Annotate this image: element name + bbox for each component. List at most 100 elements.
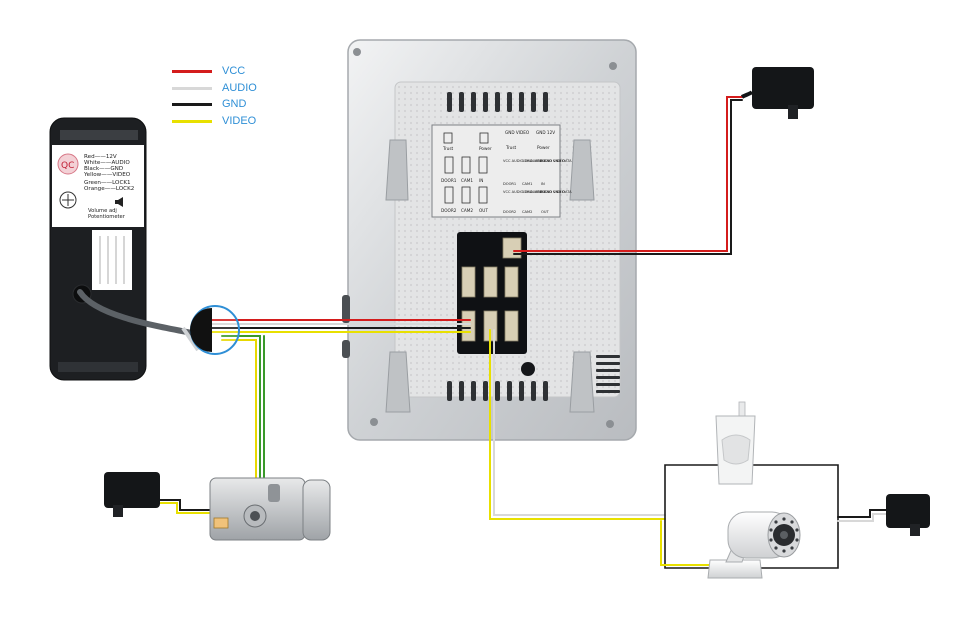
electric-lock xyxy=(209,477,331,541)
wire-label-green: Green——LOCK1 xyxy=(84,180,131,186)
row1-pins-cam1: 12V ALARM GND VIDEO xyxy=(522,159,565,163)
side-button xyxy=(342,295,350,323)
label-plate-connectors xyxy=(443,132,489,204)
label-plate-text: Trust Power GND VIDEO Trust GND 12V Powe… xyxy=(441,130,555,213)
side-button xyxy=(342,340,350,358)
sensor-lens xyxy=(721,434,751,465)
lock-power-wire-black xyxy=(159,499,213,511)
door-station-cable xyxy=(77,289,195,336)
row2-pins-cam2: 12V ALARM GND VIDEO xyxy=(522,190,565,194)
lock-strike xyxy=(302,479,331,541)
connector-sockets xyxy=(461,237,522,342)
row2-pinlabel-door2: DOOR2 xyxy=(503,210,516,214)
camera-power-wire-black xyxy=(837,509,887,518)
mount-hooks xyxy=(385,139,595,413)
legend-label-audio: AUDIO xyxy=(222,81,257,94)
indoor-monitor: Trust Power GND VIDEO Trust GND 12V Powe… xyxy=(342,39,637,441)
adapter-body xyxy=(104,472,160,508)
row1-label-cam1: CAM1 xyxy=(461,178,473,183)
row1-pins-door1: VCC AUDIO GND VIDEO xyxy=(503,159,545,163)
speaker-icon xyxy=(115,197,123,207)
cable-end xyxy=(181,326,200,352)
adapter-body xyxy=(752,67,814,109)
legend-label-vcc: VCC xyxy=(222,65,246,77)
pins-trust: GND VIDEO xyxy=(505,130,530,135)
vcc-wire-monitor-power xyxy=(513,96,743,252)
camera-ir-leds xyxy=(769,517,799,553)
potentiometer-label: Potentiometer xyxy=(88,214,126,220)
volume-label: Volume adj xyxy=(88,208,117,214)
wire-label-white: White——AUDIO xyxy=(84,160,130,166)
legend-row-gnd: GND xyxy=(172,96,292,113)
screw xyxy=(609,62,617,70)
outdoor-door-station: QC Red——12V White——AUDIO Black——GND Yell… xyxy=(49,117,200,381)
row1-pinlabel-door1: DOOR1 xyxy=(503,182,516,186)
power-label: Power xyxy=(479,146,492,151)
row2-label-door2: DOOR2 xyxy=(441,208,457,213)
row2-pinlabel-out: OUT xyxy=(541,210,549,214)
lock-button xyxy=(268,484,280,502)
legend-swatch-vcc xyxy=(172,70,212,73)
screw xyxy=(606,420,614,428)
audio-wire-cam xyxy=(493,329,666,516)
video-wire-camera xyxy=(660,520,721,566)
lock-terminal xyxy=(213,517,229,529)
legend-label-video: VIDEO xyxy=(222,114,257,127)
keyhole-icon xyxy=(250,511,260,521)
pins-trust-label: Trust xyxy=(505,145,516,150)
spec-sticker-lines xyxy=(99,236,125,284)
legend-row-video: VIDEO xyxy=(172,113,292,130)
legend-swatch-video xyxy=(172,119,212,123)
qc-sticker xyxy=(57,153,79,175)
camera-lens-center xyxy=(780,531,788,539)
security-camera xyxy=(707,511,801,579)
row2-pinlabel-cam2: CAM2 xyxy=(522,210,532,214)
legend-row-vcc: VCC xyxy=(172,63,292,80)
row2-label-cam2: CAM2 xyxy=(461,208,473,213)
pir-motion-sensor xyxy=(715,401,756,485)
wire-junction-bundle xyxy=(190,308,212,352)
legend-swatch-gnd xyxy=(172,103,212,106)
wire-label-yellow: Yellow——VIDEO xyxy=(83,172,131,178)
wire-label-red: Red——12V xyxy=(84,154,117,160)
lock2-wire xyxy=(221,339,257,485)
mount-hole xyxy=(521,362,535,376)
wires xyxy=(159,96,887,569)
wire-color-legend: VCC AUDIO GND VIDEO xyxy=(172,63,292,129)
side-vents xyxy=(596,355,620,393)
adapter-plug xyxy=(788,105,798,119)
crosshair-icon xyxy=(62,194,74,206)
power-adapter-camera xyxy=(886,494,930,536)
video-wire-cam xyxy=(489,329,666,520)
legend-row-audio: AUDIO xyxy=(172,80,292,97)
pins-power: GND 12V xyxy=(536,130,555,135)
screw xyxy=(353,48,361,56)
row1-pinlabel-cam1: CAM1 xyxy=(522,182,532,186)
door-station-spec-sticker xyxy=(92,230,132,290)
camera-power-wire-white xyxy=(837,513,887,522)
camera-mount-base xyxy=(707,559,763,579)
trust-label: Trust xyxy=(442,146,453,151)
bottom-vents xyxy=(447,381,548,401)
lock1-wire xyxy=(221,335,261,485)
potentiometer-icon xyxy=(59,191,77,209)
pins-power-label: Power xyxy=(537,145,550,150)
power-adapter-monitor xyxy=(740,67,814,119)
screw xyxy=(370,418,378,426)
row1-label-in: IN xyxy=(479,178,483,183)
row2-pins-out: AUDIO GND DATA xyxy=(540,190,572,194)
row1-pinlabel-in: IN xyxy=(541,182,545,186)
door-station-top-strip xyxy=(60,130,138,140)
door-station-wire-labels: Red——12V White——AUDIO Black——GND Yellow—… xyxy=(83,154,134,192)
adapter-body xyxy=(886,494,930,528)
wire-label-orange: Orange——LOCK2 xyxy=(84,186,134,192)
legend-swatch-audio xyxy=(172,86,212,90)
row2-label-out: OUT xyxy=(479,208,488,213)
gnd-wire-monitor-power xyxy=(513,99,743,255)
wire-label-black: Black——GND xyxy=(84,166,123,172)
power-adapter-lock xyxy=(104,472,160,517)
row2-pins-door2: VCC AUDIO GND VIDEO xyxy=(503,190,545,194)
adapter-plug xyxy=(910,524,920,536)
door-station-bottom-strip xyxy=(58,362,138,372)
